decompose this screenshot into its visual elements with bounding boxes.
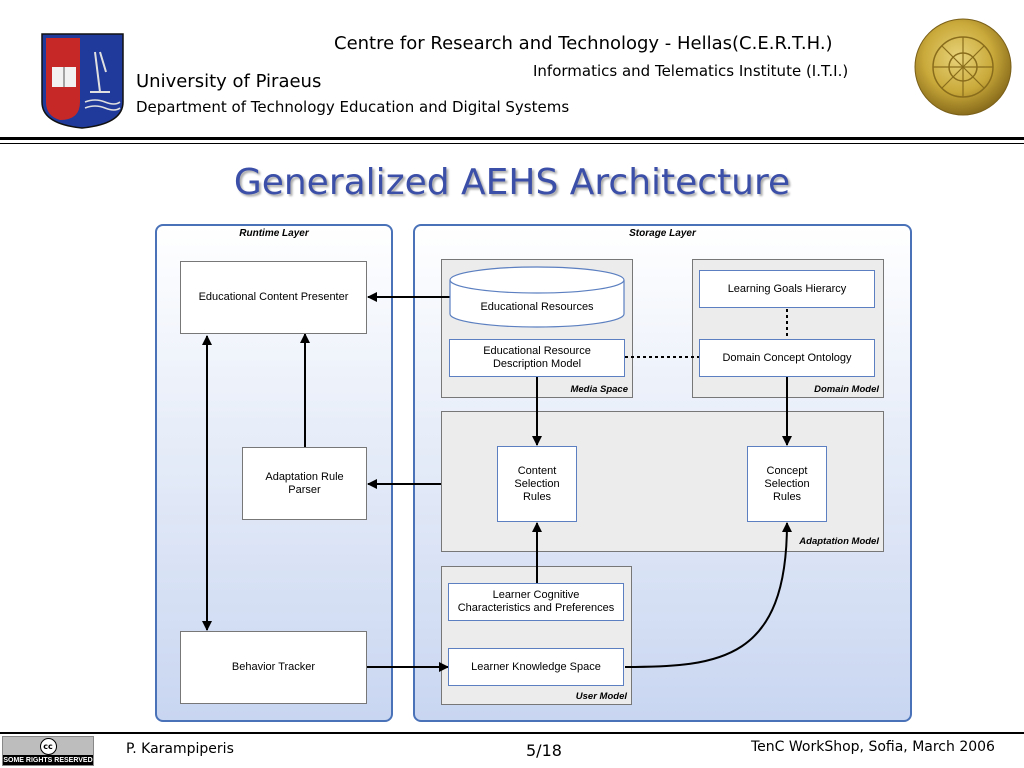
slide-title: Generalized AEHS Architecture xyxy=(233,162,791,203)
learner-cognitive-box: Learner Cognitive Characteristics and Pr… xyxy=(448,583,624,621)
adaptation-model-label: Adaptation Model xyxy=(799,536,879,547)
learner-knowledge-label: Learner Knowledge Space xyxy=(471,660,601,673)
learning-goals-box: Learning Goals Hierarcy xyxy=(699,270,875,308)
learner-cognitive-label-2: Characteristics and Preferences xyxy=(457,602,615,614)
footer-page-number: 5/18 xyxy=(526,741,562,760)
university-name: University of Piraeus xyxy=(136,71,322,92)
footer-divider xyxy=(0,732,1024,734)
domain-model-label: Domain Model xyxy=(814,384,879,395)
rule-parser-label-1: Adaptation Rule xyxy=(265,470,344,483)
centre-name: Centre for Research and Technology - Hel… xyxy=(334,33,833,54)
educational-resources-cylinder: Educational Resources xyxy=(449,266,625,328)
cc-icon: cc xyxy=(39,737,57,755)
concept-rules-label-2: Selection xyxy=(764,477,810,490)
behavior-tracker-label: Behavior Tracker xyxy=(231,661,316,673)
concept-rules-label-3: Rules xyxy=(772,490,802,503)
learning-goals-label: Learning Goals Hierarcy xyxy=(727,282,847,295)
content-rules-label-2: Selection xyxy=(514,477,560,490)
concept-selection-rules-box: Concept Selection Rules xyxy=(747,446,827,522)
resource-description-label-2: Description Model xyxy=(492,358,582,370)
domain-ontology-box: Domain Concept Ontology xyxy=(699,339,875,377)
resource-description-label-1: Educational Resource xyxy=(483,345,591,357)
rule-parser-box: Adaptation Rule Parser xyxy=(242,447,367,520)
resource-description-box: Educational Resource Description Model xyxy=(449,339,625,377)
storage-layer-label: Storage Layer xyxy=(629,228,696,239)
footer-event: TenC WorkShop, Sofia, March 2006 xyxy=(751,739,995,755)
certh-seal xyxy=(913,14,1013,120)
content-presenter-box: Educational Content Presenter xyxy=(180,261,367,334)
cc-badge-text: SOME RIGHTS RESERVED xyxy=(3,757,93,764)
learner-knowledge-box: Learner Knowledge Space xyxy=(448,648,624,686)
content-rules-label-3: Rules xyxy=(522,490,552,503)
header-divider-thin xyxy=(0,143,1024,144)
creative-commons-badge[interactable]: cc SOME RIGHTS RESERVED xyxy=(2,736,94,766)
rule-parser-label-2: Parser xyxy=(288,483,321,496)
user-model-label: User Model xyxy=(575,691,627,702)
department-name: Department of Technology Education and D… xyxy=(136,98,570,116)
behavior-tracker-box: Behavior Tracker xyxy=(180,631,367,704)
institute-name: Informatics and Telematics Institute (I.… xyxy=(533,62,849,80)
content-rules-label-1: Content xyxy=(517,464,557,477)
content-presenter-label: Educational Content Presenter xyxy=(198,291,349,303)
arrow-knowledge-to-concept-rules xyxy=(624,522,792,668)
university-logo xyxy=(40,32,125,130)
learner-cognitive-label-1: Learner Cognitive xyxy=(492,589,580,601)
footer-author: P. Karampiperis xyxy=(126,741,234,757)
educational-resources-label: Educational Resources xyxy=(480,300,594,313)
runtime-layer-label: Runtime Layer xyxy=(239,228,309,239)
header-divider xyxy=(0,137,1024,140)
concept-rules-label-1: Concept xyxy=(766,464,808,477)
content-selection-rules-box: Content Selection Rules xyxy=(497,446,577,522)
media-space-label: Media Space xyxy=(570,384,628,395)
domain-ontology-label: Domain Concept Ontology xyxy=(722,351,852,364)
